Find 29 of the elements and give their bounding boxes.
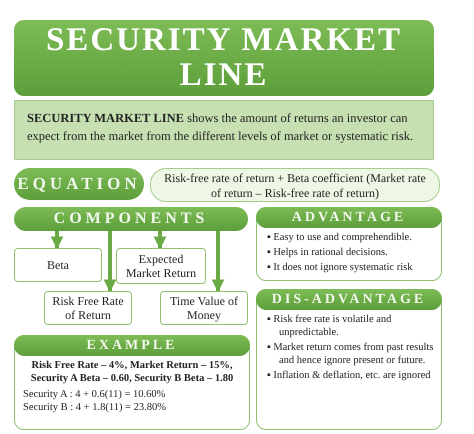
description-text: SECURITY MARKET LINE shows the amount of returns an investor can expect from the market from the different levels of market or systematic risk. bbox=[27, 110, 414, 145]
arrow bbox=[212, 231, 224, 292]
component-box: Beta bbox=[14, 248, 102, 282]
arrow bbox=[154, 231, 166, 250]
arrow bbox=[50, 231, 64, 250]
calculation-text: Security A : 4 + 0.6(11) = 10.60% bbox=[22, 388, 166, 401]
bullet-item: ▪ Helps in rational decisions. bbox=[266, 246, 389, 259]
info-card bbox=[256, 207, 442, 281]
component-box: Expected Market Return bbox=[116, 248, 206, 284]
equation-box: Risk-free rate of return + Beta coefficient (Market rate of return – Risk-free rate of return) bbox=[150, 168, 440, 202]
description-panel bbox=[14, 100, 434, 160]
section-heading: EQUATION bbox=[14, 168, 144, 200]
bullet-item: ▪ Easy to use and comprehendible. bbox=[266, 231, 413, 244]
component-box: Time Value of Money bbox=[160, 291, 248, 325]
section-heading: EXAMPLE bbox=[14, 335, 250, 356]
bullet-item: ▪ It does not ignore systematic risk bbox=[266, 261, 414, 274]
arrow bbox=[104, 231, 116, 292]
info-card bbox=[14, 335, 250, 430]
example-data-text: Risk Free Rate – 4%, Market Return – 15%, Security A Beta – 0.60, Security B Beta – 1.80 bbox=[30, 359, 234, 385]
component-box: Risk Free Rate of Return bbox=[44, 291, 132, 325]
info-card bbox=[256, 289, 442, 430]
section-heading: DIS-ADVANTAGE bbox=[256, 289, 442, 310]
bullet-item: ▪ Inflation & deflation, etc. are ignored bbox=[266, 369, 432, 382]
title-banner: SECURITY MARKET LINE bbox=[14, 20, 434, 96]
calculation-text: Security B : 4 + 1.8(11) = 23.80% bbox=[22, 401, 167, 414]
bullet-item: ▪ Risk free rate is volatile and unpredictable. bbox=[266, 313, 392, 339]
bullet-item: ▪ Market return comes from past results and hence ignore present or future. bbox=[266, 341, 434, 367]
section-heading: COMPONENTS bbox=[14, 207, 248, 231]
section-heading: ADVANTAGE bbox=[256, 207, 442, 228]
